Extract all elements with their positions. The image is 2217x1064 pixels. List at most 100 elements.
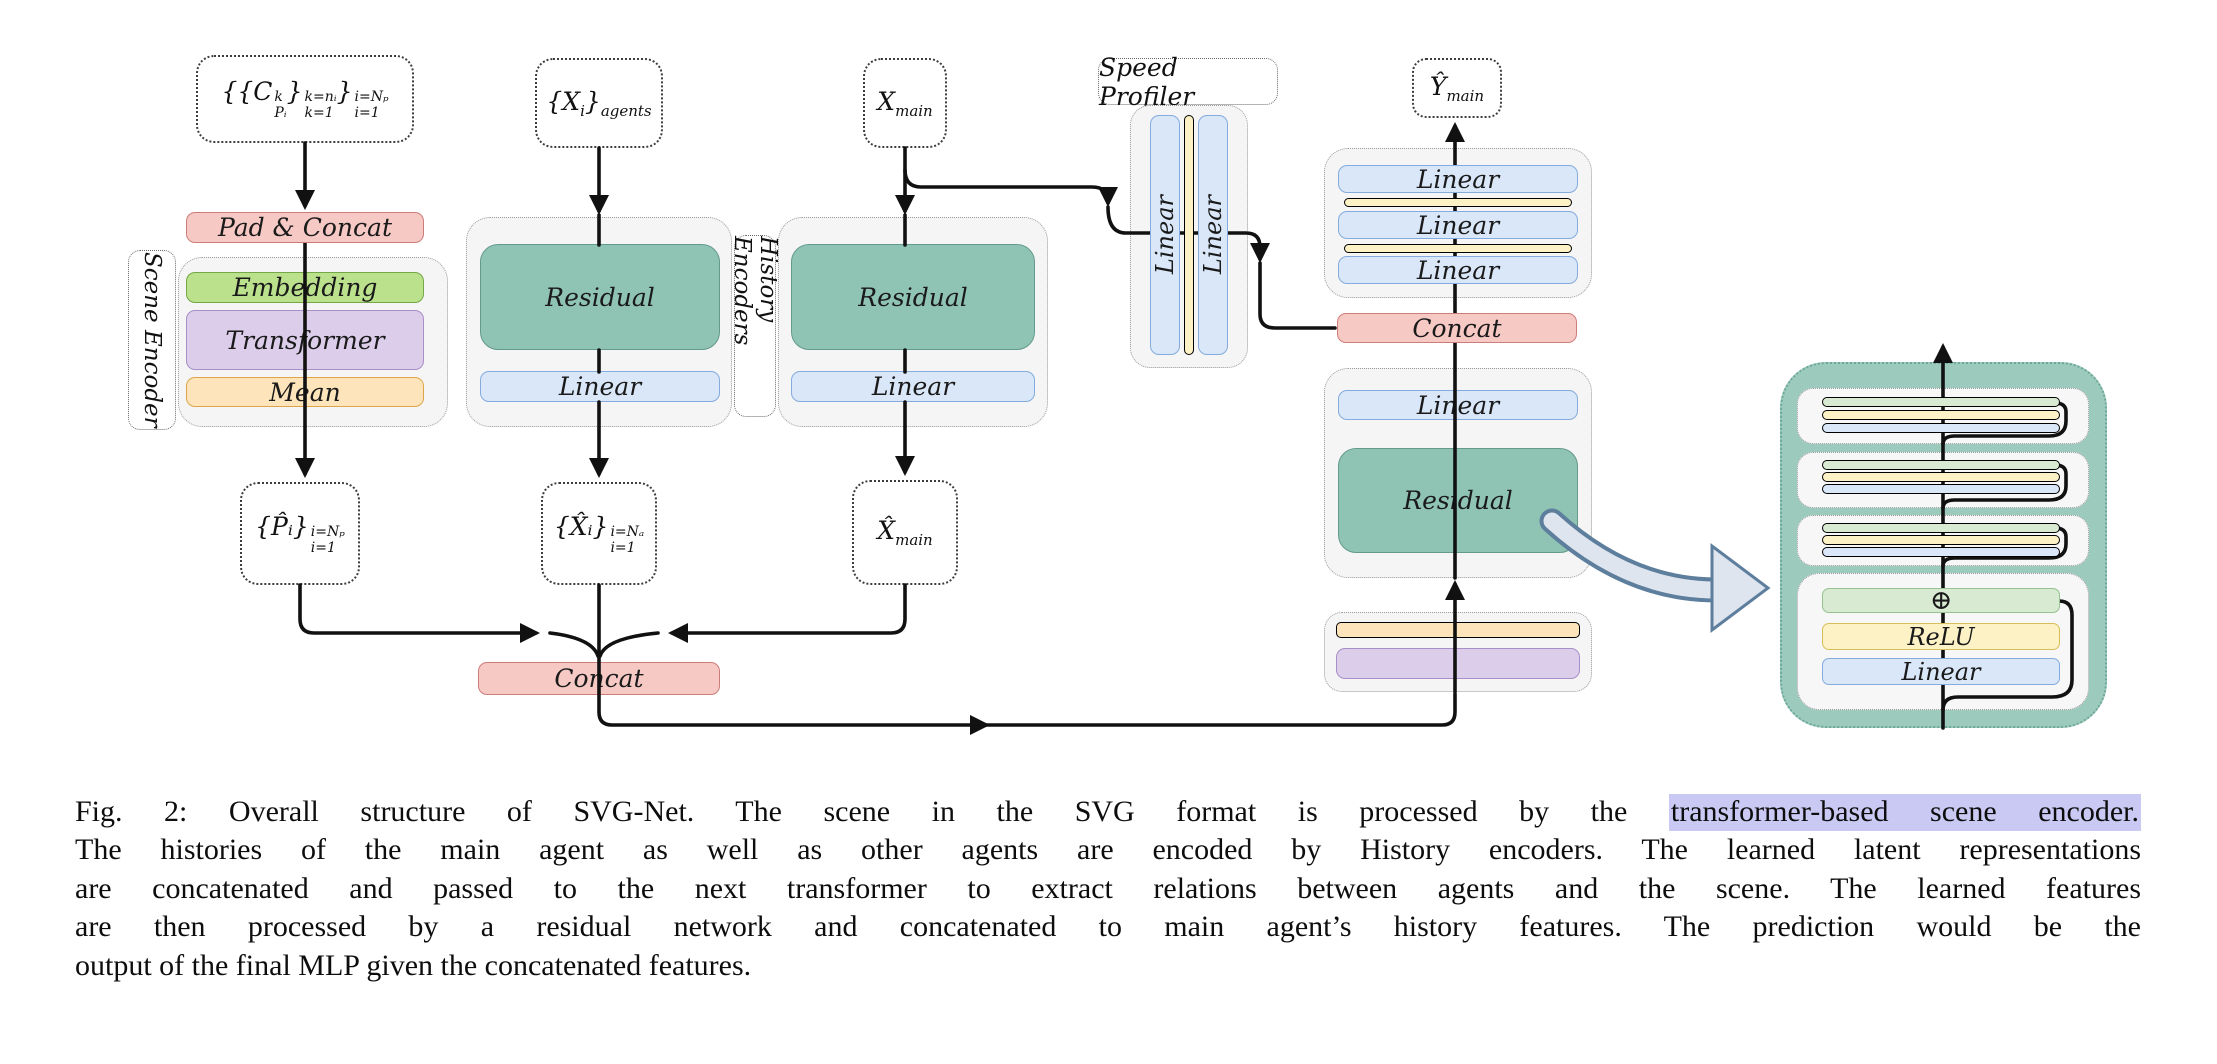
detail2-yellow-bar (1822, 472, 2060, 482)
math-sub: i=1 (310, 539, 336, 556)
math-sub: Pᵢ (274, 105, 287, 121)
linear-label: Linear (1416, 390, 1500, 420)
detail3-blue-bar (1822, 547, 2060, 557)
math-part: } (584, 86, 601, 116)
detail3-green-bar (1822, 523, 2060, 533)
math-part: Ŷ (1429, 71, 1447, 101)
main-residual-box: Residual (791, 244, 1035, 350)
detail1-green-bar (1822, 397, 2060, 407)
agents-linear-box: Linear (480, 371, 720, 402)
relu-label: ReLU (1907, 622, 1975, 651)
math-part: } (286, 77, 303, 107)
mlp-linear-3: Linear (1338, 255, 1578, 285)
arrow-concat-out (597, 583, 991, 736)
plus-circle-icon: ⊕ (1929, 585, 1953, 616)
line-merge-left (548, 631, 600, 658)
linear-label: Linear (1151, 195, 1179, 275)
caption-line-4: are then processed by a residual network… (75, 910, 2141, 944)
skip-connection-2 (1941, 463, 2068, 510)
math-sup: k (274, 89, 283, 106)
math-agents-input: {Xi}agents (546, 87, 651, 120)
residual-label: Residual (545, 282, 655, 312)
output-yhat-box: Ŷmain (1412, 58, 1502, 118)
connector-arrows (294, 121, 2074, 736)
pad-concat-label: Pad & Concat (218, 213, 392, 242)
detail3-yellow-bar (1822, 535, 2060, 545)
math-sub: agents (600, 101, 652, 120)
math-sub: main (1446, 86, 1485, 105)
math-sub: main (895, 531, 933, 549)
math-part: {{C (221, 77, 273, 107)
math-sub: k=1 (304, 105, 334, 121)
fusion-linear-box: Linear (1338, 390, 1578, 420)
math-part: {X̂ᵢ} (553, 511, 609, 541)
fusion-residual-box: Residual (1338, 448, 1578, 553)
arrow-xhatmain-to-concat (667, 583, 907, 644)
math-part: } (336, 77, 353, 107)
linear-label: Linear (871, 372, 955, 401)
detail1-blue-bar (1822, 423, 2060, 433)
linear-label: Linear (558, 372, 642, 401)
math-part: {X (546, 86, 581, 116)
speed-profiler-activation-bar (1184, 115, 1194, 355)
caption-line-2: The histories of the main agent as well … (75, 833, 2141, 867)
arrow-speed-profiler-out (1225, 231, 1271, 264)
line-concat-to-features (984, 692, 1457, 727)
speed-profiler-linear-2: Linear (1198, 115, 1228, 355)
math-sub: main (895, 101, 933, 120)
math-part: X̂ (877, 516, 896, 545)
math-part: {P̂ᵢ} (255, 511, 309, 541)
input-agents-box: {Xi}agents (535, 58, 663, 148)
speed-profiler-label-box: Speed Profiler (1098, 53, 1278, 111)
detail1-yellow-bar (1822, 410, 2060, 420)
feature-purple-bar (1336, 648, 1580, 679)
mlp-linear-1: Linear (1338, 165, 1578, 194)
speed-profiler-linear-1: Linear (1150, 115, 1180, 355)
mlp-activation-bar-1 (1344, 198, 1572, 207)
skip-connection-3 (1941, 526, 2068, 568)
residual-label: Residual (858, 282, 968, 312)
detail-add-bar: ⊕ (1822, 585, 2060, 616)
caption-line-1: Fig. 2: Overall structure of SVG-Net. Th… (75, 794, 2141, 833)
line-speed-profiler-through (1106, 205, 1229, 235)
top-concat-box: Concat (1337, 313, 1577, 343)
zoom-arrow-body (1543, 512, 1725, 599)
math-sub: i=1 (354, 105, 380, 121)
detail-linear-bar: Linear (1822, 658, 2060, 686)
agents-residual-box: Residual (480, 244, 720, 350)
detail2-green-bar (1822, 460, 2060, 470)
line-speed-profiler-to-concat (1258, 261, 1337, 330)
scene-encoder-label-box: Scene Encoder (128, 250, 176, 430)
main-linear-box: Linear (791, 371, 1035, 402)
mlp-activation-bar-2 (1344, 244, 1572, 253)
linear-label: Linear (1199, 195, 1227, 275)
input-main-box: Xmain (863, 58, 947, 148)
caption-line-5: output of the final MLP given the concat… (75, 948, 752, 982)
math-part: X (877, 86, 896, 116)
pad-concat-box: Pad & Concat (186, 212, 424, 243)
line-merge-right (598, 631, 660, 658)
math-main-input: Xmain (877, 87, 932, 120)
history-encoders-label: History Encoders (729, 236, 781, 346)
caption-text: Fig. 2: Overall structure of SVG-Net. Th… (75, 795, 1669, 828)
math-sub: i (580, 101, 585, 120)
linear-label: Linear (1416, 255, 1500, 285)
arrow-main-to-speed-profiler (903, 168, 1119, 208)
mlp-linear-2: Linear (1338, 210, 1578, 240)
arrow-phat-to-concat (298, 583, 541, 644)
linear-label: Linear (1416, 210, 1500, 240)
caption-highlight: transformer-based scene encoder. (1668, 794, 2141, 831)
concat-label: Concat (1412, 313, 1502, 343)
math-xhatmain: X̂main (877, 516, 932, 549)
math-yhat: Ŷmain (1430, 72, 1484, 105)
math-sup: i=Nₐ (610, 523, 645, 540)
